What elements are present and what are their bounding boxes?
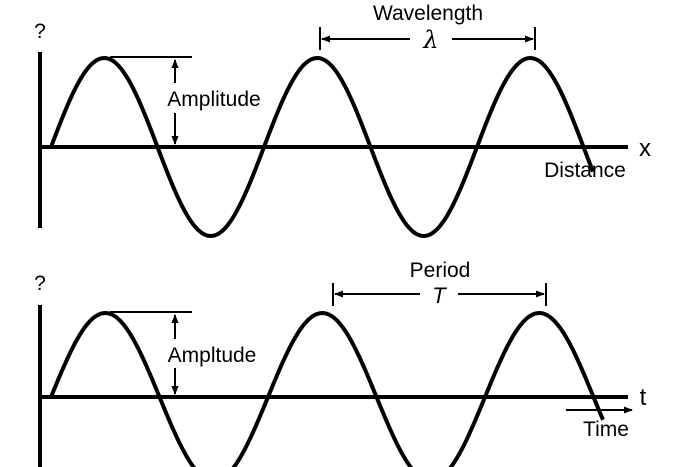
bottom-amplitude-label: Ampltude	[168, 344, 257, 367]
bottom-span-label: Period	[410, 259, 471, 282]
bottom-panel: ? t Time Ampltude Period T	[34, 259, 647, 467]
top-sine-wave	[49, 56, 595, 238]
top-x-axis-label: Distance	[544, 159, 626, 182]
bottom-y-axis-label: ?	[34, 272, 46, 295]
bottom-x-axis-label: Time	[583, 418, 629, 441]
bottom-span-symbol: T	[432, 283, 447, 308]
top-span-symbol: λ	[422, 26, 438, 54]
top-span-label: Wavelength	[373, 2, 483, 25]
top-y-axis-label: ?	[34, 20, 46, 43]
bottom-x-axis-letter: t	[640, 384, 647, 411]
top-panel: ? x Distance Amplitude Wavelength λ	[34, 2, 651, 238]
top-amplitude-label: Amplitude	[167, 88, 260, 111]
bottom-sine-wave	[49, 311, 605, 467]
top-x-axis-letter: x	[639, 135, 651, 162]
